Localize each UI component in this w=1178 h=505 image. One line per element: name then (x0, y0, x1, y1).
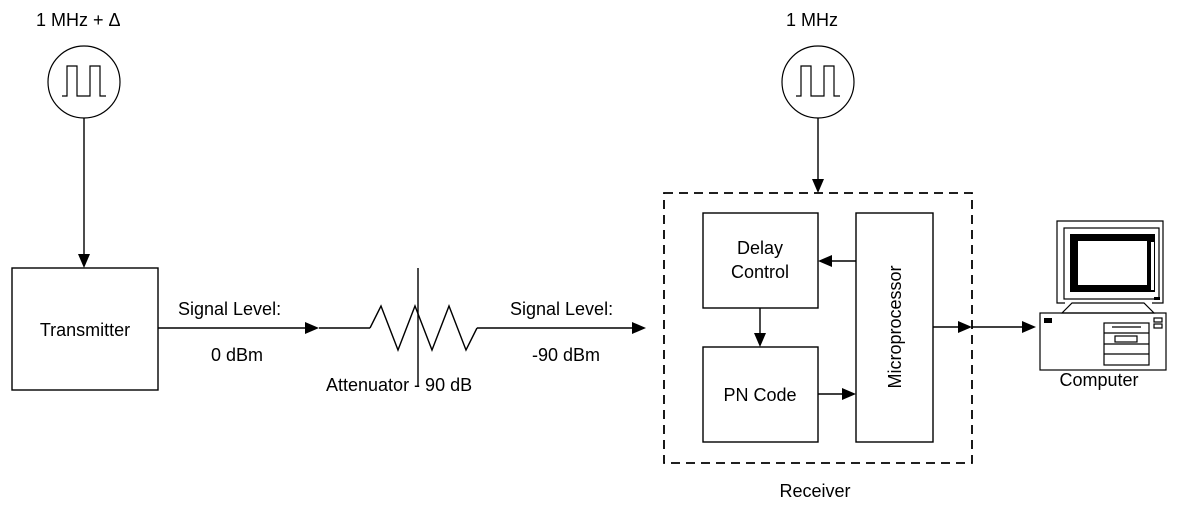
transmitter-label: Transmitter (40, 320, 130, 340)
receiver-clock-source: 1 MHz (781, 10, 855, 193)
transmitter-block: Transmitter (11, 267, 159, 391)
signal-level-in-label: Signal Level: (178, 299, 281, 319)
micro-to-delay-arrow (818, 255, 832, 267)
micro-output-arrow (958, 321, 972, 333)
computer-label: Computer (1059, 370, 1138, 390)
transmitter-clock-label: 1 MHz + Δ (36, 10, 121, 30)
receiver-clock-label: 1 MHz (786, 10, 838, 30)
delay-to-pn-arrow (754, 333, 766, 347)
signal-level-in-value: 0 dBm (211, 345, 263, 365)
signal-level-out-value: -90 dBm (532, 345, 600, 365)
attenuator: Attenuator - 90 dB (319, 268, 632, 395)
desktop-computer-icon (1039, 220, 1167, 371)
delay-control-block: Delay Control (702, 212, 819, 309)
receiver-input-arrow (632, 322, 646, 334)
square-wave-source-icon (781, 45, 855, 119)
delay-control-label-line1: Delay (737, 238, 783, 258)
transmitter-clock-source: 1 MHz + Δ (36, 10, 121, 268)
transmitter-clock-arrow (78, 254, 90, 268)
square-wave-source-icon (47, 45, 121, 119)
transmitter-output-arrow (305, 322, 319, 334)
variable-resistor-icon (369, 268, 478, 386)
pn-code-label: PN Code (723, 385, 796, 405)
microprocessor-label: Microprocessor (885, 265, 905, 388)
delay-control-label-line2: Control (731, 262, 789, 282)
pn-to-micro-arrow (842, 388, 856, 400)
microprocessor-block: Microprocessor (855, 212, 934, 443)
signal-level-out-label: Signal Level: (510, 299, 613, 319)
receiver-clock-arrow (812, 179, 824, 193)
receiver-block: Receiver Delay Control PN Code Microproc… (663, 192, 973, 501)
computer: Computer (1039, 220, 1167, 390)
pn-code-block: PN Code (702, 346, 819, 443)
receiver-label: Receiver (779, 481, 850, 501)
receiver-output-arrow (1022, 321, 1036, 333)
attenuator-label: Attenuator - 90 dB (326, 375, 472, 395)
